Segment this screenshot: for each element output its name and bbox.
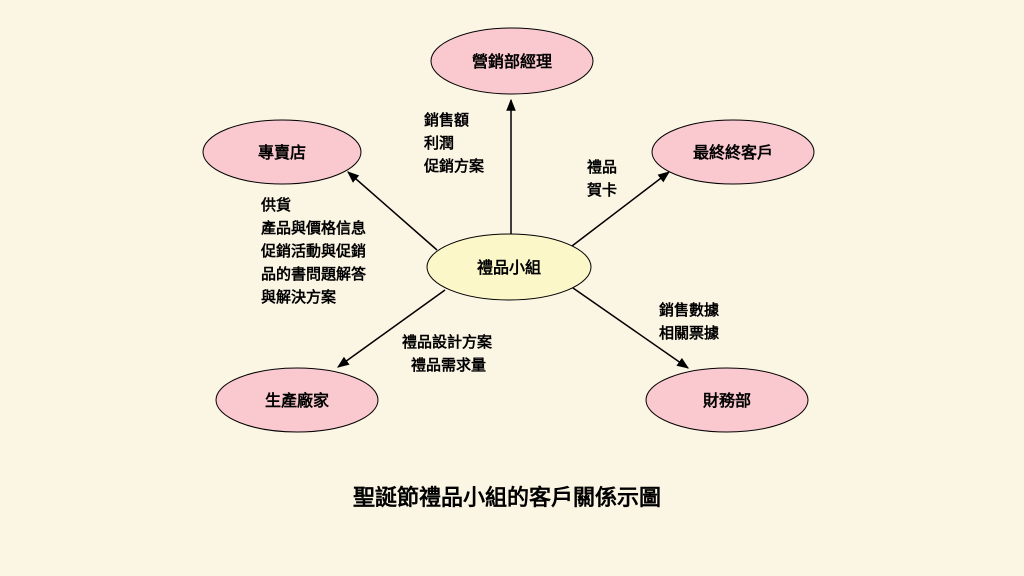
- arrow-to-manufacturer: [337, 289, 446, 368]
- edge-label-line: 禮品需求量: [411, 356, 486, 374]
- edge-label-line: 賀卡: [586, 181, 617, 199]
- node-customer-shape: [651, 119, 815, 185]
- edge-label-customer: 禮品 賀卡: [586, 158, 617, 199]
- node-manufacturer: 生產廠家: [215, 367, 379, 433]
- node-customer-label: 最終終客戶: [693, 143, 773, 162]
- edge-label-line: 禮品: [587, 158, 617, 176]
- center-node-label: 禮品小組: [477, 258, 541, 277]
- arrow-to-customer: [571, 171, 670, 247]
- node-manufacturer-shape: [215, 367, 379, 433]
- edge-label-line: 品的書問題解答: [261, 265, 367, 283]
- edge-label-line: 促銷活動與促銷: [260, 242, 366, 260]
- node-finance: 財務部: [645, 367, 809, 433]
- node-marketing-shape: [430, 27, 594, 95]
- edge-label-finance: 銷售數據 相關票據: [659, 301, 720, 342]
- arrow-to-finance: [572, 287, 689, 369]
- arrow-to-retail: [347, 171, 438, 251]
- diagram-title: 聖誕節禮品小組的客戶關係示圖: [353, 485, 661, 511]
- node-retail: 專賣店: [202, 119, 362, 185]
- edge-label-retail: 供貨 產品與價格信息 促銷活動與促銷 品的書問題解答 與解決方案: [260, 196, 367, 306]
- edge-label-manufacturer: 禮品設計方案 禮品需求量: [402, 333, 493, 374]
- edge-label-line: 促銷方案: [423, 157, 485, 175]
- edge-label-marketing: 銷售額 利潤 促銷方案: [423, 111, 485, 175]
- node-marketing-label: 營銷部經理: [472, 52, 552, 71]
- edge-label-line: 供貨: [260, 196, 291, 214]
- center-node-shape: [426, 233, 592, 301]
- edge-label-line: 銷售數據: [659, 301, 720, 319]
- node-finance-label: 財務部: [703, 391, 751, 410]
- edge-label-line: 銷售額: [424, 111, 469, 129]
- arrows: [337, 98, 689, 369]
- node-finance-shape: [645, 367, 809, 433]
- edge-label-line: 利潤: [424, 134, 454, 152]
- center-node: 禮品小組: [426, 233, 592, 301]
- node-manufacturer-label: 生產廠家: [265, 391, 330, 410]
- edge-label-line: 相關票據: [659, 324, 720, 342]
- node-retail-shape: [202, 119, 362, 185]
- edge-label-line: 產品與價格信息: [260, 219, 366, 237]
- edge-label-line: 禮品設計方案: [402, 333, 493, 351]
- edge-label-line: 與解決方案: [261, 288, 337, 306]
- node-retail-label: 專賣店: [258, 143, 306, 162]
- node-marketing: 營銷部經理: [430, 27, 594, 95]
- node-customer: 最終終客戶: [651, 119, 815, 185]
